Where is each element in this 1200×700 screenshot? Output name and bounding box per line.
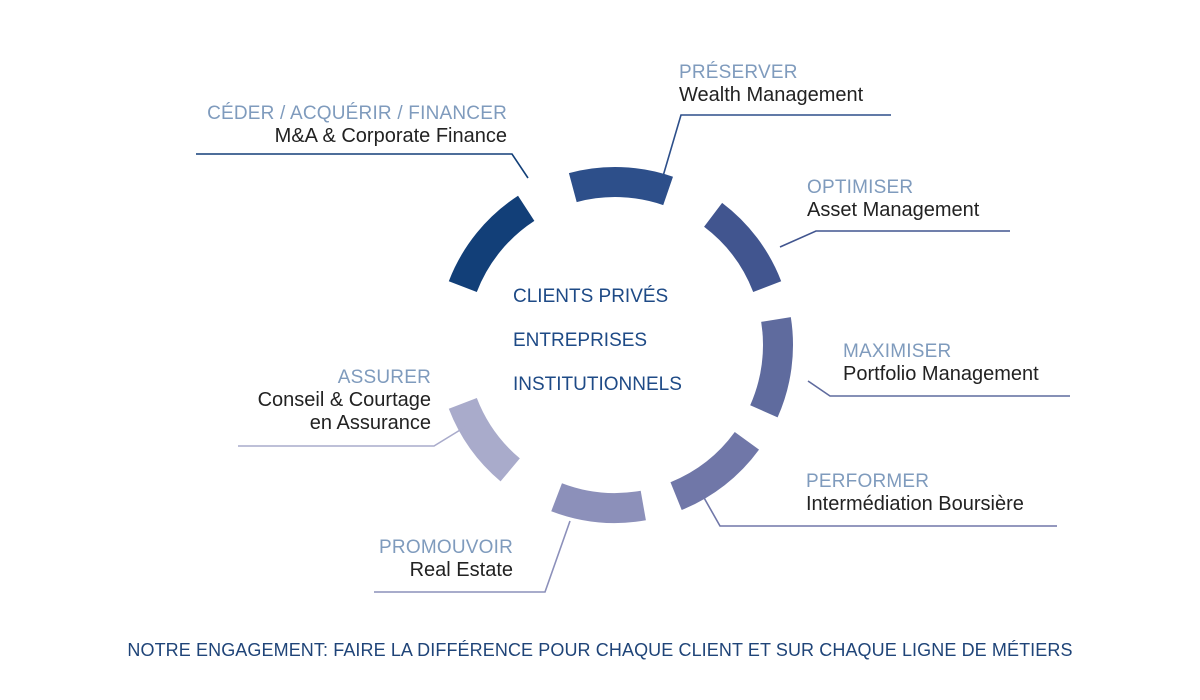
client-type-institutional: INSTITUTIONNELS bbox=[513, 374, 682, 395]
service-brokerage: Intermédiation Boursière bbox=[806, 492, 1024, 515]
engagement-footer: NOTRE ENGAGEMENT: FAIRE LA DIFFÉRENCE PO… bbox=[127, 640, 1073, 660]
service-portfolio: Portfolio Management bbox=[843, 362, 1039, 385]
leader-line-wealth bbox=[660, 114, 891, 184]
leader-line-real-estate bbox=[374, 520, 571, 593]
label-ma: CÉDER / ACQUÉRIR / FINANCER M&A & Corpor… bbox=[150, 103, 507, 148]
label-real-estate: PROMOUVOIR Real Estate bbox=[300, 537, 513, 582]
client-types: CLIENTS PRIVÉS ENTREPRISES INSTITUTIONNE… bbox=[513, 282, 682, 414]
service-asset: Asset Management bbox=[807, 198, 980, 221]
leader-line-brokerage bbox=[702, 495, 1057, 527]
service-ma: M&A & Corporate Finance bbox=[274, 124, 507, 147]
service-insurance-line2: en Assurance bbox=[309, 411, 431, 434]
service-wealth: Wealth Management bbox=[679, 83, 864, 106]
verb-brokerage: PERFORMER bbox=[806, 471, 930, 492]
service-real-estate: Real Estate bbox=[409, 558, 513, 581]
client-type-companies: ENTREPRISES bbox=[513, 330, 648, 351]
arc-segment-wealth bbox=[568, 167, 673, 206]
leader-line-portfolio bbox=[807, 380, 1070, 397]
arc-segment-portfolio bbox=[750, 317, 793, 418]
verb-portfolio: MAXIMISER bbox=[843, 341, 952, 362]
arc-segment-real-estate bbox=[551, 483, 646, 523]
arc-segment-brokerage bbox=[670, 431, 760, 511]
label-brokerage: PERFORMER Intermédiation Boursière bbox=[806, 471, 1024, 516]
leader-line-asset bbox=[779, 230, 1010, 248]
service-insurance: Conseil & Courtage bbox=[257, 388, 431, 411]
arc-segment-insurance bbox=[448, 397, 521, 482]
verb-insurance: ASSURER bbox=[337, 367, 431, 388]
arc-segment-ma bbox=[448, 195, 535, 293]
client-type-private: CLIENTS PRIVÉS bbox=[513, 286, 669, 307]
label-portfolio: MAXIMISER Portfolio Management bbox=[843, 341, 1039, 386]
verb-asset: OPTIMISER bbox=[807, 177, 914, 198]
label-insurance: ASSURER Conseil & Courtage en Assurance bbox=[200, 367, 431, 435]
verb-ma: CÉDER / ACQUÉRIR / FINANCER bbox=[207, 103, 507, 124]
arc-segment-asset bbox=[703, 202, 782, 293]
leader-line-insurance bbox=[238, 426, 466, 447]
label-asset: OPTIMISER Asset Management bbox=[807, 177, 979, 222]
label-wealth: PRÉSERVER Wealth Management bbox=[679, 62, 863, 107]
verb-wealth: PRÉSERVER bbox=[679, 62, 798, 83]
verb-real-estate: PROMOUVOIR bbox=[379, 537, 513, 558]
leader-line-ma bbox=[196, 153, 529, 179]
